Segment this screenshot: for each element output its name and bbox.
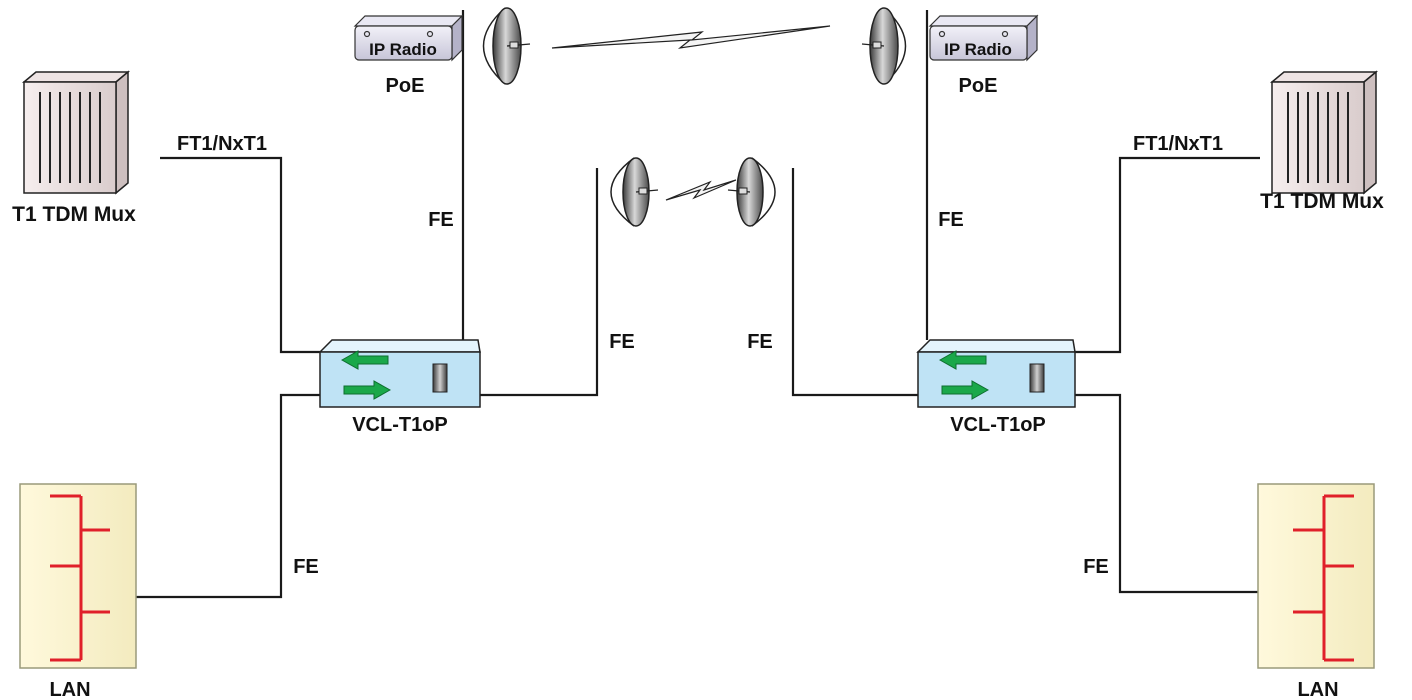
right-top-dish-antenna-icon (861, 7, 907, 85)
right-lan-label: LAN (1297, 679, 1338, 700)
left-vcl-unit-icon[interactable] (318, 339, 481, 408)
right-ft1-wire (1075, 156, 1260, 354)
right-poe-label: PoE (959, 75, 998, 97)
left-fe-lan-label: FE (293, 556, 319, 578)
right-vcl-unit-icon[interactable] (916, 339, 1076, 408)
right-ft1-label: FT1/NxT1 (1133, 133, 1223, 155)
left-poe-label: PoE (386, 75, 425, 97)
wires (85, 10, 1324, 599)
right-fe-radio-label: FE (938, 209, 964, 231)
right-mid-dish-antenna-icon (727, 157, 776, 227)
mid-lightning-link-icon (665, 179, 737, 201)
left-mux-label: T1 TDM Mux (12, 203, 136, 226)
right-lan-panel-icon[interactable] (1257, 483, 1375, 669)
right-radio-label: IP Radio (944, 40, 1012, 59)
left-mid-dish-antenna-icon (610, 157, 659, 227)
left-ft1-label: FT1/NxT1 (177, 133, 267, 155)
left-lan-label: LAN (49, 679, 90, 700)
left-tdm-mux-icon[interactable] (21, 70, 131, 195)
left-top-dish-antenna-icon (482, 7, 531, 85)
right-fe-lan-label: FE (1083, 556, 1109, 578)
right-dish-wire (791, 168, 918, 397)
left-unit-label: VCL-T1oP (352, 414, 448, 436)
left-ip-radio-icon[interactable]: IP Radio (353, 14, 464, 62)
left-dish-wire (480, 168, 599, 397)
right-fe-dish-label: FE (747, 331, 773, 353)
left-fe-dish-label: FE (609, 331, 635, 353)
left-radio-label: IP Radio (369, 40, 437, 59)
left-lan-panel-icon[interactable] (19, 483, 137, 669)
right-tdm-mux-icon[interactable] (1269, 70, 1379, 195)
right-unit-label: VCL-T1oP (950, 414, 1046, 436)
top-lightning-link-icon (551, 25, 831, 49)
right-lan-wire (1075, 393, 1324, 594)
right-mux-label: T1 TDM Mux (1260, 190, 1384, 213)
left-ft1-wire (160, 156, 320, 354)
left-lan-wire (85, 393, 320, 599)
right-ip-radio-icon[interactable]: IP Radio (928, 14, 1039, 62)
left-fe-radio-label: FE (428, 209, 454, 231)
